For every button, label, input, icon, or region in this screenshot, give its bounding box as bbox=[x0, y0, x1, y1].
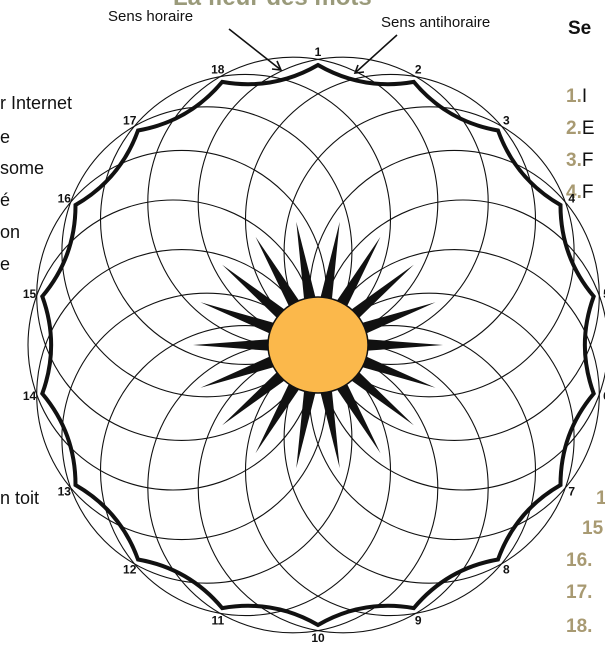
petal-number-16: 16 bbox=[58, 192, 72, 206]
petal-number-11: 11 bbox=[211, 613, 224, 627]
petal-number-1: 1 bbox=[315, 45, 322, 59]
center-spike bbox=[193, 339, 279, 352]
petal-number-18: 18 bbox=[211, 63, 225, 77]
petal-number-15: 15 bbox=[23, 287, 37, 301]
clockwise-arrow-icon bbox=[229, 29, 281, 70]
center-spike bbox=[319, 383, 340, 468]
petal-number-12: 12 bbox=[123, 563, 137, 577]
center-spike bbox=[319, 222, 340, 307]
petal-number-9: 9 bbox=[415, 613, 422, 627]
petal-number-2: 2 bbox=[415, 63, 422, 77]
counterclockwise-arrow-icon bbox=[355, 35, 397, 73]
petal-number-8: 8 bbox=[503, 563, 510, 577]
center-spike bbox=[358, 339, 444, 352]
petal-number-3: 3 bbox=[503, 114, 510, 128]
petal-number-14: 14 bbox=[23, 389, 37, 403]
center-spike bbox=[296, 383, 317, 468]
flower-center bbox=[268, 297, 368, 393]
petal-number-10: 10 bbox=[311, 631, 325, 645]
petal-number-17: 17 bbox=[123, 114, 137, 128]
petal-number-13: 13 bbox=[58, 485, 72, 499]
petal-number-7: 7 bbox=[568, 485, 575, 499]
petal-number-4: 4 bbox=[568, 192, 575, 206]
center-spike bbox=[296, 222, 317, 307]
